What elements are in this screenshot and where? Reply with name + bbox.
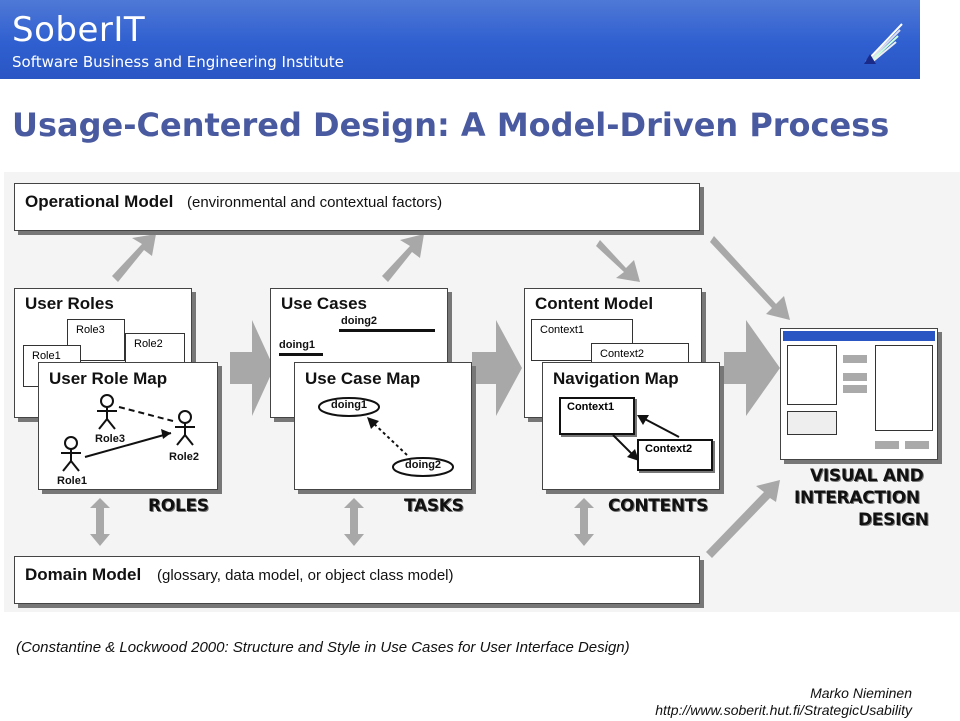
nav-context1-label: Context1 [567,401,615,413]
operational-model-note: (environmental and contextual factors) [187,194,443,211]
use-cases-doing1: doing1 [279,339,316,351]
brand-subtitle: Software Business and Engineering Instit… [12,53,344,71]
arrow-tasks-domain [344,498,364,546]
caption-roles: ROLES [148,496,209,516]
diagram-area: Operational Model (environmental and con… [4,172,960,612]
arrow-roles-to-tasks [230,320,274,416]
arrow-roles-domain [90,498,110,546]
logo-icon [864,23,903,64]
use-case-map-box: Use Case Map doing1 doing2 [294,362,472,490]
caption-visual-2: INTERACTION [794,488,920,508]
caption-contents: CONTENTS [608,496,709,516]
nav-context1: Context1 [559,397,635,435]
caption-visual-3: DESIGN [858,510,929,530]
mockup-bar [843,385,867,393]
content-model-label: Content Model [535,294,654,313]
arrow-contents-domain [574,498,594,546]
domain-model-label: Domain Model [25,565,142,584]
role-card-label: Role3 [76,324,105,336]
mockup-bar [905,441,929,449]
role1-label: Role1 [57,475,87,487]
nav-context2-label: Context2 [645,443,693,455]
mockup-panel [787,345,837,405]
author-name: Marko Nieminen [810,685,912,701]
navigation-map-box: Navigation Map Context1 Context2 [542,362,720,490]
caption-visual-1: VISUAL AND [810,466,924,486]
context-card-label: Context1 [540,324,585,336]
visual-design-box [780,328,938,460]
user-roles-label: User Roles [25,294,114,313]
arrow-operational-to-contents [596,240,640,282]
operational-model-box: Operational Model (environmental and con… [14,183,700,231]
role3-label: Role3 [95,433,125,445]
mockup-bar [843,373,867,381]
use-cases-label: Use Cases [281,294,368,313]
user-role-map-figure [61,394,195,472]
citation: (Constantine & Lockwood 2000: Structure … [16,639,630,656]
arrow-roles-to-operational [112,234,156,282]
arrow-contents-to-visual [724,320,780,416]
divider [339,329,435,332]
mockup-bar [843,355,867,363]
nav-context2: Context2 [637,439,713,471]
arrow-domain-to-visual [706,480,780,558]
use-case-doing1: doing1 [331,399,368,411]
arrow-operational-to-visual [710,236,790,320]
role-card-label: Role2 [134,338,163,350]
domain-model-box: Domain Model (glossary, data model, or o… [14,556,700,604]
mockup-titlebar [783,331,935,341]
use-cases-doing2: doing2 [341,315,378,327]
header-banner: SoberIT Software Business and Engineerin… [0,0,920,79]
mockup-panel [875,345,933,431]
role2-label: Role2 [169,451,199,463]
role-card-label: Role1 [32,350,61,362]
navigation-map-label: Navigation Map [553,369,679,388]
divider [279,353,323,356]
use-case-doing2: doing2 [405,459,442,471]
user-role-map-box: User Role Map Role3 Role2 Role1 [38,362,218,490]
context-card-label: Context2 [600,348,645,360]
diagram-arrows [90,234,790,558]
arrow-tasks-to-operational [382,234,424,282]
user-role-map-label: User Role Map [49,369,168,388]
mockup-bar [875,441,899,449]
mockup-panel [787,411,837,435]
use-case-map-label: Use Case Map [305,369,421,388]
brand-name: SoberIT [12,10,146,50]
domain-model-note: (glossary, data model, or object class m… [157,567,454,584]
operational-model-label: Operational Model [25,192,174,211]
footer-url: http://www.soberit.hut.fi/StrategicUsabi… [655,702,912,718]
caption-tasks: TASKS [404,496,464,516]
navigation-arrows [612,415,680,461]
arrow-tasks-to-contents [472,320,522,416]
use-case-map-figure [318,397,454,477]
page-title: Usage-Centered Design: A Model-Driven Pr… [12,106,890,144]
